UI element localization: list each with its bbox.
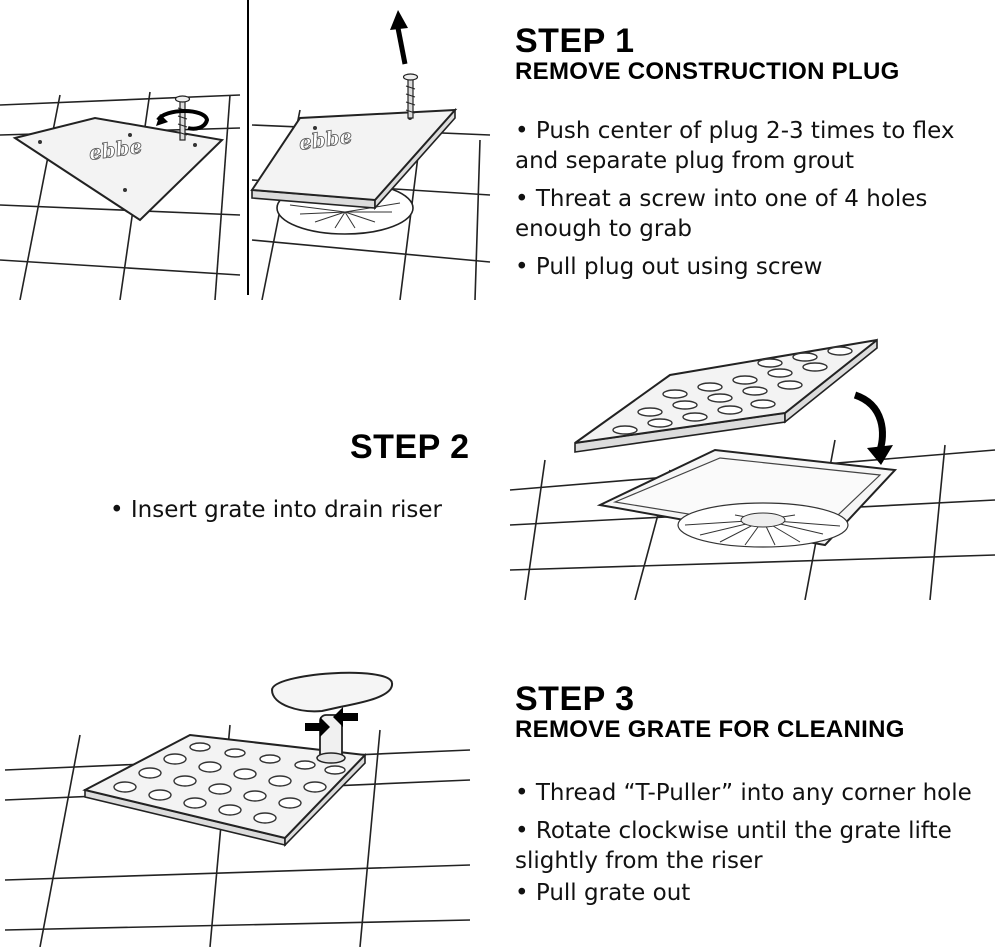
step3-subtitle: REMOVE GRATE FOR CLEANING [515,716,905,743]
step2-illustration [505,330,1000,600]
lifted-plug [250,108,458,202]
construction-plug [12,116,225,222]
grate [574,338,878,453]
curved-down-arrow-icon [853,391,893,465]
step3-title: STEP 3 [515,680,635,718]
step2-bullet-1: • Insert grate into drain riser [110,497,443,523]
step1-bullet-1: • Push center of plug 2-3 times to flex … [515,118,955,174]
step3-bullets: • Thread “T-Puller” into any corner hole… [515,778,985,916]
rotate-arrow-icon [156,109,210,131]
grate-installed [82,733,368,847]
step1-left-floor: ebbe [0,91,241,300]
rotate-clockwise-icon [305,707,358,737]
step3-bullet-2: • Rotate clockwise until the grate lifte… [515,818,952,874]
up-arrow-icon [390,10,408,65]
step3-illustration [0,655,480,947]
step1-bullets: • Push center of plug 2-3 times to flex … [515,116,980,290]
step3-bullet-1: • Thread “T-Puller” into any corner hole [515,780,972,806]
step2-title: STEP 2 [350,428,470,466]
step1-title: STEP 1 [515,22,635,60]
step1-bullet-3: • Pull plug out using screw [515,254,823,280]
step2-bullets: • Insert grate into drain riser [110,495,490,533]
step1-right-floor: ebbe [250,10,491,300]
screw-icon [402,73,419,119]
step3-bullet-3: • Pull grate out [515,880,691,906]
step1-bullet-2: • Threat a screw into one of 4 holes eno… [515,186,928,242]
step1-illustration: ebbe [0,0,500,300]
step1-subtitle: REMOVE CONSTRUCTION PLUG [515,58,900,85]
